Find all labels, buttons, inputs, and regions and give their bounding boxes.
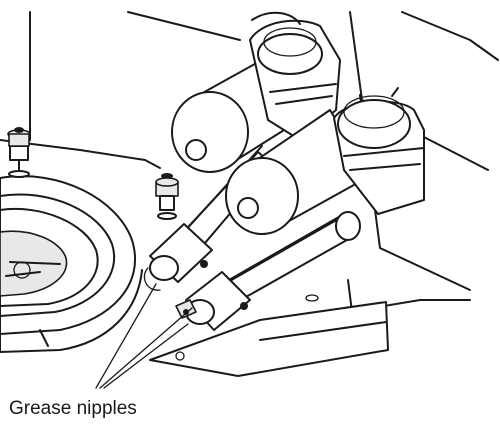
deck-front-plate bbox=[149, 294, 389, 377]
upper-cylinder bbox=[171, 11, 341, 173]
pulley bbox=[0, 175, 143, 353]
grease-nipple-lower-rod-end bbox=[175, 271, 251, 331]
grease-nipple-upper-rod-end bbox=[143, 223, 213, 291]
grease-nipple-center bbox=[155, 173, 179, 220]
lower-cylinder bbox=[225, 87, 425, 235]
grease-nipple-left-post bbox=[7, 127, 31, 178]
caption-leader-lines bbox=[95, 283, 193, 389]
caption-grease-nipples: Grease nipples bbox=[9, 398, 137, 419]
